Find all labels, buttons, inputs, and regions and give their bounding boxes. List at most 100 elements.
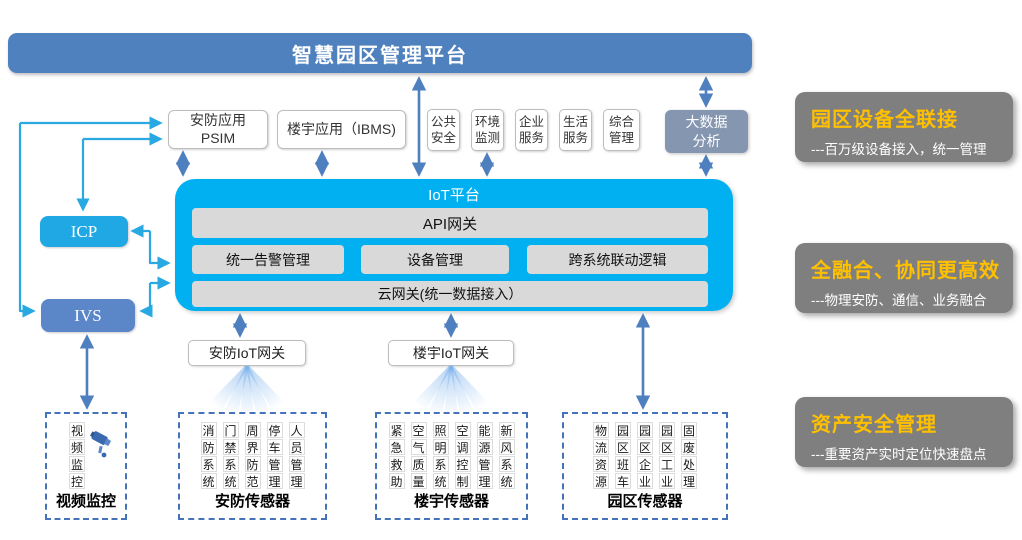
benefit-desc: ---百万级设备接入，统一管理 bbox=[811, 142, 987, 157]
api-gateway-bar: API网关 bbox=[192, 208, 708, 238]
sensor-char-cell: 周 bbox=[244, 422, 261, 438]
building-gateway-beam-fan bbox=[381, 366, 521, 416]
sensor-char-cell: 能 bbox=[476, 422, 493, 438]
sensor-char-cell: 系 bbox=[200, 456, 217, 472]
benefit-title: 全融合、协同更高效 bbox=[811, 260, 1000, 282]
sensor-char-cell: 统 bbox=[498, 473, 515, 489]
service-label: 服务 bbox=[562, 131, 588, 145]
bigdata-analysis-box: 大数据 分析 bbox=[665, 110, 748, 153]
building-sensors-group: 紧急救助空气质量照明系统空调控制能源管理新风系统 楼宇传感器 bbox=[375, 412, 528, 520]
ibms-app-box: 楼宇应用（IBMS) bbox=[277, 110, 406, 149]
sensor-char-cell: 质 bbox=[410, 456, 427, 472]
sensor-char-cell: 工 bbox=[659, 456, 675, 472]
benefit-desc: ---物理安防、通信、业务融合 bbox=[811, 293, 987, 308]
benefit-panel-asset-security: 资产安全管理 ---重要资产实时定位快速盘点 bbox=[795, 397, 1013, 467]
sensor-char-cell: 理 bbox=[288, 473, 305, 489]
sensor-char-cell: 防 bbox=[244, 456, 261, 472]
sensor-char-cell: 理 bbox=[476, 473, 493, 489]
camera-icon bbox=[90, 431, 111, 458]
sensor-char-cell: 界 bbox=[244, 439, 261, 455]
service-label: 综合 bbox=[608, 114, 634, 129]
benefit-title: 资产安全管理 bbox=[811, 414, 937, 436]
sensor-column: 物流资源 bbox=[593, 422, 609, 489]
sensor-char-cell: 物 bbox=[593, 422, 609, 438]
sensor-char-cell: 明 bbox=[432, 439, 449, 455]
service-label: 管理 bbox=[608, 131, 634, 145]
security-gateway-beam-fan bbox=[177, 366, 317, 416]
sensor-column: 消防系统 bbox=[200, 422, 217, 489]
bigdata-label-line2: 分析 bbox=[692, 132, 721, 149]
sensor-column: 新风系统 bbox=[498, 422, 515, 489]
ibms-label: 楼宇应用（IBMS) bbox=[287, 120, 396, 137]
sensor-char-cell: 企 bbox=[637, 456, 653, 472]
sensor-column: 照明系统 bbox=[432, 422, 449, 489]
sensor-char-cell: 统 bbox=[200, 473, 217, 489]
sensor-char-cell: 人 bbox=[288, 422, 305, 438]
sensor-char-cell: 气 bbox=[410, 439, 427, 455]
benefit-desc: ---重要资产实时定位快速盘点 bbox=[811, 447, 987, 462]
benefit-title: 园区设备全联接 bbox=[811, 109, 958, 131]
sensor-char-cell: 废 bbox=[681, 439, 697, 455]
sensor-char-cell: 统 bbox=[222, 473, 239, 489]
sensor-char-cell: 车 bbox=[266, 439, 283, 455]
sensor-char-cell: 控 bbox=[69, 473, 85, 489]
cloud-gateway-bar: 云网关(统一数据接入） bbox=[192, 281, 708, 307]
sensor-column: 人员管理 bbox=[288, 422, 305, 489]
sensor-char-cell: 源 bbox=[476, 439, 493, 455]
benefit-panel-convergence: 全融合、协同更高效 ---物理安防、通信、业务融合 bbox=[795, 243, 1013, 313]
group-label: 楼宇传感器 bbox=[413, 493, 489, 510]
connector-to-ivs-left bbox=[18, 123, 36, 318]
sensor-char-cell: 区 bbox=[637, 439, 653, 455]
module-alarm-management: 统一告警管理 bbox=[192, 245, 344, 274]
connector-icp-to-platform bbox=[148, 231, 171, 270]
platform-title-banner: 智慧园区管理平台 bbox=[8, 33, 752, 73]
sensor-char-cell: 理 bbox=[681, 473, 697, 489]
sensor-char-cell: 急 bbox=[388, 439, 405, 455]
sensor-column: 园区班车 bbox=[615, 422, 631, 489]
sensor-char-cell: 防 bbox=[200, 439, 217, 455]
group-label: 视频监控 bbox=[55, 493, 116, 510]
iot-platform-title: IoT平台 bbox=[428, 187, 480, 204]
sensor-column: 停车管理 bbox=[266, 422, 283, 489]
sensor-column: 空气质量 bbox=[410, 422, 427, 489]
psim-app-box: 安防应用 PSIM bbox=[168, 110, 268, 149]
icp-node: ICP bbox=[40, 216, 128, 247]
sensor-column: 固废处理 bbox=[681, 422, 697, 489]
sensor-char-cell: 停 bbox=[266, 422, 283, 438]
sensor-char-cell: 救 bbox=[388, 456, 405, 472]
service-label: 生活 bbox=[562, 114, 588, 129]
ivs-node: IVS bbox=[41, 299, 135, 332]
module-device-management: 设备管理 bbox=[361, 245, 509, 274]
sensor-char-cell: 业 bbox=[659, 473, 675, 489]
sensor-char-cell: 调 bbox=[454, 439, 471, 455]
sensor-char-cell: 系 bbox=[432, 456, 449, 472]
sensor-column: 门禁系统 bbox=[222, 422, 239, 489]
sensor-char-cell: 资 bbox=[593, 456, 609, 472]
sensor-char-cell: 频 bbox=[69, 439, 85, 455]
sensor-columns: 消防系统门禁系统周界防范停车管理人员管理 bbox=[180, 422, 325, 489]
connector-platform-to-ivs bbox=[139, 283, 153, 318]
sensor-char-cell: 固 bbox=[681, 422, 697, 438]
service-box-comprehensive: 综合 管理 bbox=[603, 109, 640, 151]
sensor-char-cell: 管 bbox=[476, 456, 493, 472]
service-label: 公共 bbox=[430, 114, 456, 129]
sensor-columns: 视频监控 bbox=[47, 422, 125, 489]
service-label: 服务 bbox=[518, 131, 544, 145]
sensor-char-cell: 园 bbox=[659, 422, 675, 438]
sensor-char-cell: 车 bbox=[615, 473, 631, 489]
psim-label-line2: PSIM bbox=[200, 129, 236, 146]
park-sensors-group: 物流资源园区班车园区企业园区工业固废处理 园区传感器 bbox=[562, 412, 728, 520]
iot-platform-container: IoT平台 API网关 统一告警管理 设备管理 跨系统联动逻辑 云网关(统一数据… bbox=[175, 179, 733, 311]
service-label: 企业 bbox=[518, 114, 544, 129]
service-box-living: 生活 服务 bbox=[559, 109, 592, 151]
sensor-column: 能源管理 bbox=[476, 422, 493, 489]
sensor-columns: 物流资源园区班车园区企业园区工业固废处理 bbox=[564, 422, 726, 489]
sensor-char-cell: 园 bbox=[615, 422, 631, 438]
building-iot-gateway-box: 楼宇IoT网关 bbox=[388, 340, 514, 366]
sensor-char-cell: 消 bbox=[200, 422, 217, 438]
platform-title: 智慧园区管理平台 bbox=[292, 44, 468, 67]
sensor-char-cell: 处 bbox=[681, 456, 697, 472]
sensor-char-cell: 园 bbox=[637, 422, 653, 438]
sensor-char-cell: 区 bbox=[659, 439, 675, 455]
sensor-column: 空调控制 bbox=[454, 422, 471, 489]
